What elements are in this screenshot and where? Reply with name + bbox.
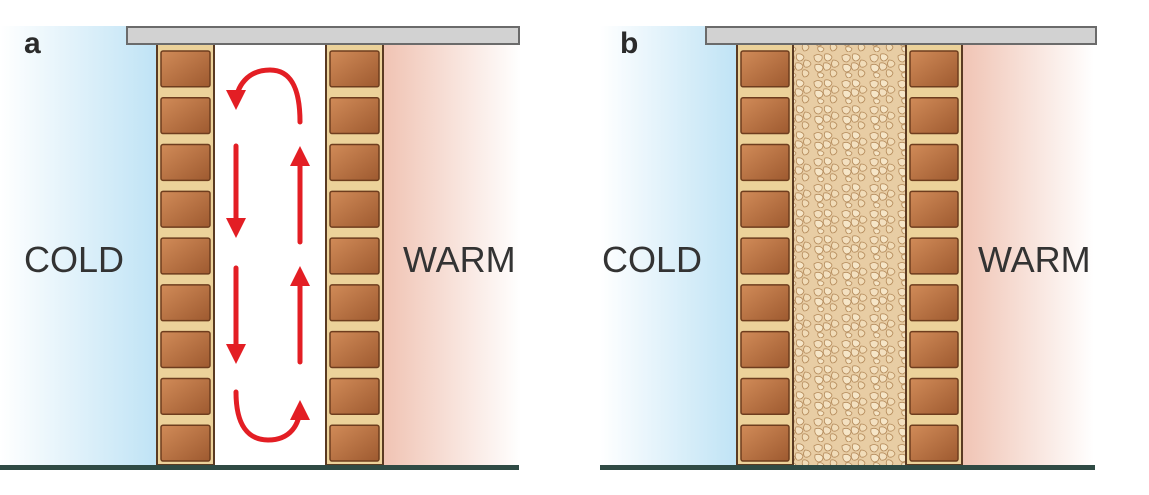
brick [329, 237, 380, 275]
brick [909, 190, 959, 228]
brick [740, 50, 790, 88]
warm-label: WARM [978, 239, 1091, 280]
brick [160, 190, 211, 228]
bottom-curve-arrow [233, 389, 310, 443]
brick [329, 143, 380, 182]
inner-brick-leaf [905, 43, 963, 466]
brick [740, 143, 790, 182]
brick [329, 284, 380, 322]
lintel [126, 26, 520, 45]
cold-label: COLD [602, 239, 702, 280]
air-cavity [214, 44, 325, 466]
inner-brick-leaf [325, 43, 384, 466]
brick [740, 330, 790, 369]
brick [160, 330, 211, 369]
brick [909, 143, 959, 182]
warm-label: WARM [403, 239, 516, 280]
insulation-fill [792, 43, 907, 467]
brick [909, 97, 959, 135]
outer-brick-leaf [156, 43, 215, 466]
brick [740, 284, 790, 322]
brick [160, 143, 211, 182]
brick [160, 424, 211, 462]
brick [909, 50, 959, 88]
panel-b: b COLD WARM [600, 26, 1097, 470]
brick [329, 330, 380, 369]
brick [909, 284, 959, 322]
ground-line [600, 465, 1095, 470]
warm-zone [383, 26, 521, 466]
outer-brick-leaf [736, 43, 794, 466]
lintel [705, 26, 1097, 45]
brick [160, 284, 211, 322]
brick [160, 50, 211, 88]
brick [329, 377, 380, 415]
brick [740, 237, 790, 275]
cold-zone [600, 26, 738, 466]
brick [909, 237, 959, 275]
brick [909, 377, 959, 415]
brick [740, 97, 790, 135]
convection-arrows [226, 67, 310, 443]
brick [740, 377, 790, 415]
panel-label: a [24, 27, 41, 60]
brick [329, 97, 380, 135]
ground-line [0, 465, 519, 470]
brick [740, 424, 790, 462]
brick [160, 237, 211, 275]
brick [160, 97, 211, 135]
cold-label: COLD [24, 239, 124, 280]
top-curve-arrow [226, 67, 303, 125]
brick [329, 50, 380, 88]
brick [909, 424, 959, 462]
brick [909, 330, 959, 369]
brick [329, 190, 380, 228]
panel-label: b [620, 27, 638, 60]
brick [740, 190, 790, 228]
panel-a: a COLD WARM [0, 26, 521, 470]
brick [329, 424, 380, 462]
warm-zone [960, 26, 1094, 466]
cold-zone [0, 26, 158, 466]
brick [160, 377, 211, 415]
